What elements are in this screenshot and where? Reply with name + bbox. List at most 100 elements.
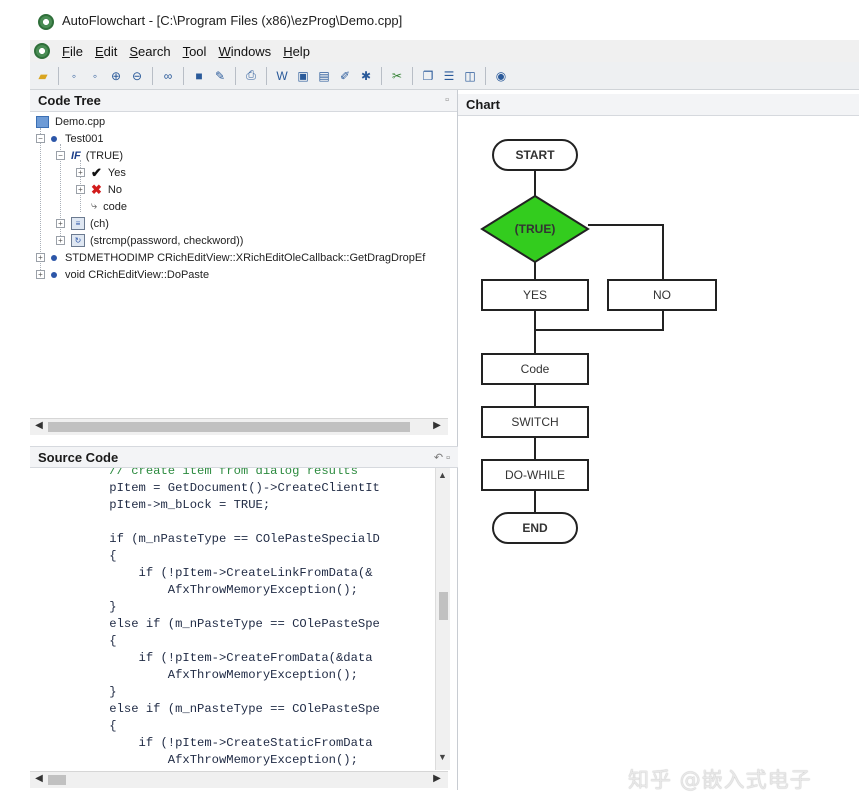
tree-node[interactable]: + STDMETHODIMP CRichEditView::XRichEditO… xyxy=(36,249,425,266)
copy-icon[interactable]: ❐ xyxy=(422,68,434,83)
menu-help[interactable]: Help xyxy=(283,43,310,59)
source-code-editor[interactable]: // create item from dialog results pItem… xyxy=(30,468,435,768)
scroll-right-icon[interactable]: ▶ xyxy=(433,420,441,431)
columns-icon[interactable]: ◫ xyxy=(464,68,476,83)
start-node[interactable]: START xyxy=(492,139,578,171)
tree-node[interactable]: − Test001 xyxy=(36,130,104,147)
open-folder-icon[interactable]: ▰ xyxy=(38,68,48,83)
help-icon[interactable]: ◉ xyxy=(495,68,507,83)
save-icon[interactable]: ■ xyxy=(195,68,203,83)
code-label: Code xyxy=(521,362,550,376)
code-line: else if (m_nPasteType == COlePasteSpe xyxy=(80,617,380,631)
no-label: NO xyxy=(653,288,671,302)
toolbar-separator xyxy=(152,66,153,85)
step-icon[interactable]: ◦ xyxy=(71,68,77,83)
zoom-out-icon[interactable]: ⊖ xyxy=(131,68,143,83)
yes-label: YES xyxy=(523,288,547,302)
edit-icon[interactable]: ✎ xyxy=(214,68,226,83)
layout-icon[interactable]: ☰ xyxy=(443,68,455,83)
menu-windows[interactable]: Windows xyxy=(218,43,272,59)
check-icon: ✔ xyxy=(91,164,102,180)
source-code-horizontal-scrollbar[interactable]: ◀ ▶ xyxy=(30,771,448,788)
switch-node[interactable]: SWITCH xyxy=(481,406,589,438)
scroll-down-icon[interactable]: ▼ xyxy=(438,752,447,762)
tree-node[interactable]: − IF (TRUE) xyxy=(56,147,123,164)
code-node[interactable]: Code xyxy=(481,353,589,385)
file-icon xyxy=(36,115,49,128)
expand-icon[interactable]: + xyxy=(36,253,45,262)
chart-header: Chart xyxy=(458,94,859,116)
tree-guide-line xyxy=(60,144,61,244)
tools-icon[interactable]: ✂ xyxy=(391,68,403,83)
code-line: if (!pItem->CreateStaticFromData xyxy=(80,736,373,750)
yes-node[interactable]: YES xyxy=(481,279,589,311)
picture-icon[interactable]: ▤ xyxy=(318,68,330,83)
code-tree-horizontal-scrollbar[interactable]: ◀ ▶ xyxy=(30,418,448,435)
scroll-up-icon[interactable]: ▲ xyxy=(438,470,447,480)
code-line: } xyxy=(80,685,117,699)
code-line: } xyxy=(80,600,117,614)
scroll-left-icon[interactable]: ◀ xyxy=(35,420,43,431)
switch-label: SWITCH xyxy=(511,415,558,429)
toolbar-separator xyxy=(381,66,382,85)
code-line: pItem = GetDocument()->CreateClientIt xyxy=(80,481,380,495)
tree-node[interactable]: + void CRichEditView::DoPaste xyxy=(36,266,209,283)
toolbar-separator xyxy=(58,66,59,85)
source-code-header: Source Code ↶ ▫ xyxy=(30,446,458,468)
code-line: pItem->m_bLock = TRUE; xyxy=(80,498,271,512)
code-line: else if (m_nPasteType == COlePasteSpe xyxy=(80,702,380,716)
expand-icon[interactable]: + xyxy=(56,236,65,245)
magic-icon[interactable]: ✱ xyxy=(360,68,372,83)
tree-node[interactable]: ⤷ code xyxy=(91,198,127,215)
if-icon: IF xyxy=(71,149,81,162)
title-bar: AutoFlowchart - [C:\Program Files (x86)\… xyxy=(0,0,859,40)
source-code-vertical-scrollbar[interactable]: ▲ ▼ xyxy=(435,468,450,770)
code-line: AfxThrowMemoryException(); xyxy=(80,753,358,767)
zoom-in-icon[interactable]: ⊕ xyxy=(110,68,122,83)
menu-edit[interactable]: Edit xyxy=(94,43,118,59)
code-line: if (m_nPasteType == COlePasteSpecialD xyxy=(80,532,380,546)
word-icon[interactable]: W xyxy=(276,68,288,83)
code-line: { xyxy=(80,549,117,563)
expand-icon[interactable]: + xyxy=(76,185,85,194)
tree-node[interactable]: + ✖ No xyxy=(76,181,122,198)
app-menu-icon[interactable] xyxy=(34,43,50,59)
code-tree: Demo.cpp − Test001 − IF (TRUE) + ✔ Yes +… xyxy=(30,112,457,440)
collapse-icon[interactable]: − xyxy=(56,151,65,160)
tree-node[interactable]: Demo.cpp xyxy=(36,113,105,130)
window-icon[interactable]: ▣ xyxy=(297,68,309,83)
no-node[interactable]: NO xyxy=(607,279,717,311)
scrollbar-thumb[interactable] xyxy=(48,422,410,432)
scroll-left-icon[interactable]: ◀ xyxy=(35,773,43,784)
code-line: AfxThrowMemoryException(); xyxy=(80,668,358,682)
pin-icon[interactable]: ▫ xyxy=(445,94,449,106)
tree-node-label: code xyxy=(103,200,128,213)
tree-node[interactable]: + ≡ (ch) xyxy=(56,215,109,232)
expand-icon[interactable]: + xyxy=(76,168,85,177)
binoculars-icon[interactable]: ∞ xyxy=(163,68,173,83)
scrollbar-thumb[interactable] xyxy=(439,592,448,620)
menu-search[interactable]: Search xyxy=(129,43,171,59)
tree-node[interactable]: + ↻ (strcmp(password, checkword)) xyxy=(56,232,243,249)
tree-node-label: (ch) xyxy=(90,217,109,230)
expand-icon[interactable]: + xyxy=(56,219,65,228)
scroll-right-icon[interactable]: ▶ xyxy=(433,773,441,784)
expand-icon[interactable]: + xyxy=(36,270,45,279)
code-line: if (!pItem->CreateFromData(&data xyxy=(80,651,373,665)
condition-node[interactable]: (TRUE) xyxy=(480,194,590,264)
tree-node-label: STDMETHODIMP CRichEditView::XRichEditOle… xyxy=(65,251,426,264)
tree-node[interactable]: + ✔ Yes xyxy=(76,164,126,181)
tree-node-label: Demo.cpp xyxy=(55,115,106,128)
menu-tool[interactable]: Tool xyxy=(182,43,207,59)
undo-pin-icon[interactable]: ↶ ▫ xyxy=(433,452,450,464)
end-node[interactable]: END xyxy=(492,512,578,544)
print-icon[interactable]: ⎙ xyxy=(246,68,256,82)
tree-node-label: (TRUE) xyxy=(85,149,124,162)
code-icon: ⤷ xyxy=(91,200,98,212)
wizard-icon[interactable]: ✐ xyxy=(339,68,351,83)
menu-file[interactable]: File xyxy=(62,43,83,59)
scrollbar-thumb[interactable] xyxy=(48,775,66,785)
do-while-node[interactable]: DO-WHILE xyxy=(481,459,589,491)
step-icon[interactable]: ◦ xyxy=(92,68,98,83)
collapse-icon[interactable]: − xyxy=(36,134,45,143)
